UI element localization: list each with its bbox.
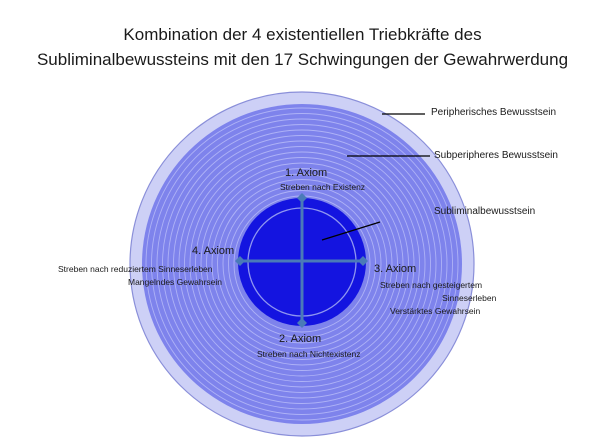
vibration-ring bbox=[178, 140, 426, 388]
vibration-ring bbox=[189, 151, 415, 377]
axiom-3-desc-1: Streben nach gesteigertem bbox=[380, 280, 483, 290]
axiom-3-title: 3. Axiom bbox=[374, 263, 417, 275]
axiom-4-title: 4. Axiom bbox=[192, 245, 235, 257]
title-line-1: Kombination der 4 existentiellen Triebkr… bbox=[123, 25, 482, 44]
label-subliminal: Subliminalbewusstsein bbox=[434, 206, 536, 217]
vibration-ring bbox=[173, 135, 431, 393]
vibration-ring bbox=[211, 173, 393, 355]
axiom-4-marker bbox=[235, 256, 245, 266]
vibration-rings bbox=[145, 107, 459, 421]
axiom-3-desc-3: Verstärktes Gewahrsein bbox=[390, 306, 481, 316]
vibration-ring bbox=[200, 162, 404, 366]
label-peripheral: Peripherisches Bewusstsein bbox=[431, 107, 557, 118]
vibration-ring bbox=[195, 157, 409, 371]
axiom-4-desc-1: Streben nach reduziertem Sinneserleben bbox=[58, 264, 213, 274]
vibration-ring bbox=[156, 118, 448, 410]
axiom-1-marker bbox=[297, 193, 307, 203]
axiom-3-desc-2: Sinneserleben bbox=[442, 293, 497, 303]
axiom-3-marker bbox=[358, 256, 368, 266]
axiom-4-desc-2: Mangelndes Gewahrsein bbox=[128, 277, 223, 287]
vibration-ring bbox=[162, 124, 442, 404]
vibration-ring bbox=[217, 179, 387, 349]
title-line-2: Subliminalbewussteins mit den 17 Schwing… bbox=[36, 50, 569, 69]
vibration-ring bbox=[151, 113, 453, 415]
vibration-ring bbox=[222, 184, 382, 344]
axiom-2-desc: Streben nach Nichtexistenz bbox=[257, 349, 361, 359]
vibration-ring bbox=[167, 129, 437, 399]
vibration-ring bbox=[206, 168, 398, 360]
subliminal-leader-line bbox=[321, 221, 381, 241]
axiom-1-title: 1. Axiom bbox=[285, 167, 328, 179]
vibration-ring bbox=[145, 107, 459, 421]
vibration-ring bbox=[228, 190, 376, 338]
axiom-2-title: 2. Axiom bbox=[279, 333, 322, 345]
vibration-ring bbox=[184, 146, 420, 382]
label-subperipheral: Subperipheres Bewusstsein bbox=[434, 150, 558, 161]
axiom-1-desc: Streben nach Existenz bbox=[280, 182, 366, 192]
axiom-2-marker bbox=[297, 318, 307, 328]
